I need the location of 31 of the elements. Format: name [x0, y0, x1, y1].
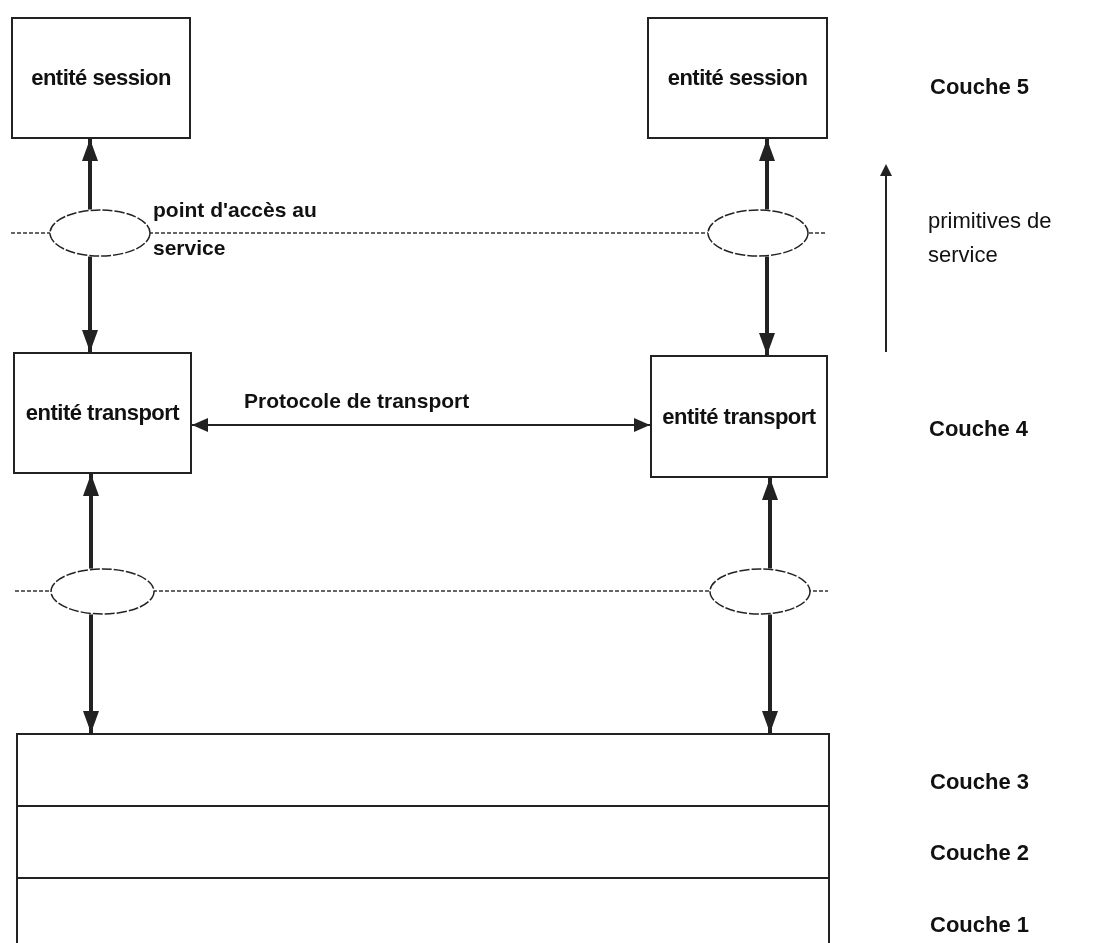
access-point-ellipse	[50, 568, 155, 615]
entity-box	[13, 352, 192, 474]
layer-band	[16, 733, 830, 807]
entity-name: entité transport	[25, 399, 180, 427]
access-point-ellipse	[709, 568, 811, 615]
arrow	[759, 256, 775, 355]
direction-caption: primitives de service	[928, 207, 1053, 269]
entity-box	[647, 17, 828, 139]
layer-label: Couche 2	[930, 839, 1030, 867]
access-point-ellipse	[49, 209, 151, 257]
layer-label: Couche 3	[930, 768, 1030, 796]
entity-box	[11, 17, 191, 139]
arrow	[82, 256, 98, 352]
layer-label: Couche 5	[930, 73, 1030, 101]
entity-name: entité session	[667, 64, 808, 92]
access-point-label: point d'accès au service	[153, 197, 318, 261]
layer-label: Couche 4	[929, 415, 1029, 443]
access-point-ellipse	[707, 209, 809, 257]
arrow	[82, 139, 98, 210]
layer-band	[16, 877, 830, 943]
entity-name: entité session	[31, 64, 171, 92]
arrow	[83, 614, 99, 733]
entity-name: entité transport	[662, 402, 816, 431]
layer-label: Couche 1	[930, 911, 1030, 939]
arrow	[83, 474, 99, 569]
arrow	[762, 614, 778, 733]
layer-band	[16, 805, 830, 879]
entity-box	[650, 355, 828, 478]
arrow	[762, 478, 778, 569]
arrow	[191, 418, 651, 432]
arrow	[759, 139, 775, 210]
